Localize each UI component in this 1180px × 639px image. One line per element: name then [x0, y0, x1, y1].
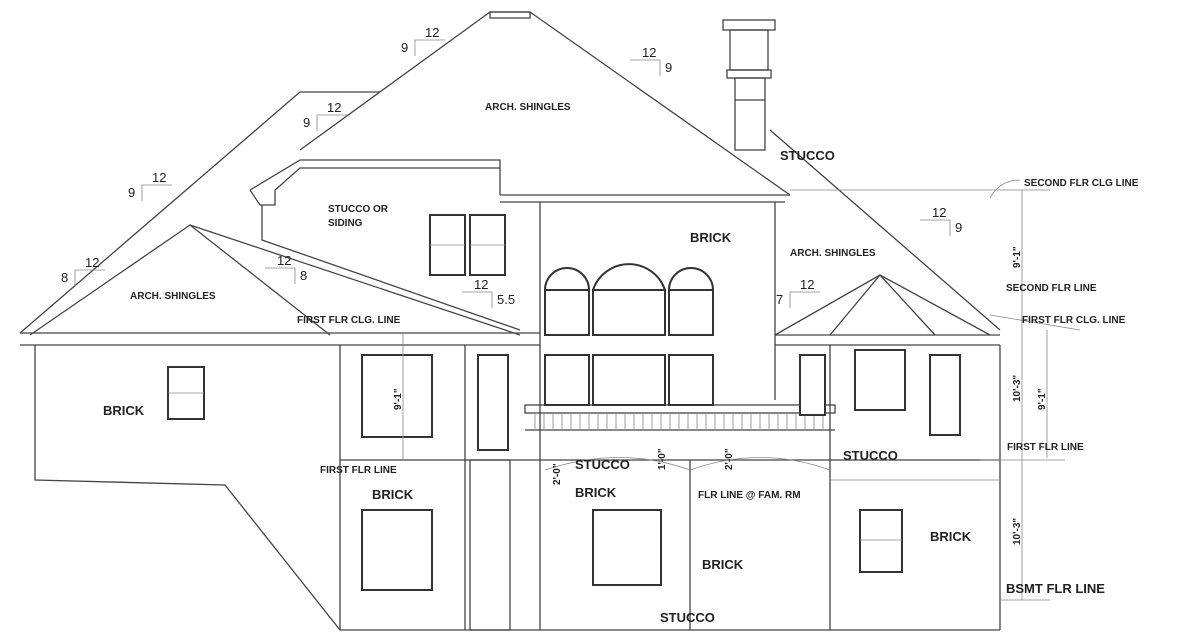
- dimension-lines: [402, 179, 1081, 601]
- pitch-rise: 8: [300, 268, 307, 283]
- pitch-marker: 12 8: [61, 255, 105, 286]
- dim-deck-a: 2'-0": [552, 463, 563, 485]
- dim-right-mid-b: 9'-1": [1037, 388, 1048, 410]
- material-labels: ARCH. SHINGLES ARCH. SHINGLES ARCH. SHIN…: [103, 102, 972, 625]
- pitch-marker: 12 9: [128, 170, 172, 201]
- pitch-marker: 12 8: [265, 253, 307, 284]
- pitch-marker: 125.5: [462, 277, 515, 308]
- pitch-run: 12: [327, 100, 341, 115]
- label-stucco-or: STUCCO OR: [328, 204, 389, 215]
- windows: [167, 214, 961, 591]
- label-arch-shingles-right: ARCH. SHINGLES: [790, 248, 876, 259]
- chimney: [722, 19, 776, 151]
- level-labels: FIRST FLR CLG. LINE FIRST FLR LINE SECON…: [297, 178, 1139, 596]
- label-siding: SIDING: [328, 218, 363, 229]
- label-bsmt-flr-line: BSMT FLR LINE: [1006, 581, 1105, 596]
- pitch-rise: 9: [401, 40, 408, 55]
- dim-right-mid-a: 10'-3": [1012, 375, 1023, 402]
- pitch-marker: 12 7: [776, 277, 820, 308]
- label-stucco-deck: STUCCO: [575, 457, 630, 472]
- pitch-run: 12: [642, 45, 656, 60]
- pitch-marker: 12 9: [630, 45, 672, 76]
- deck-railing: [469, 404, 836, 631]
- label-first-flr-clg-right: FIRST FLR CLG. LINE: [1022, 315, 1126, 326]
- pitch-marker: 12 9: [920, 205, 962, 236]
- pitch-run: 12: [85, 255, 99, 270]
- pitch-run: 12: [425, 25, 439, 40]
- label-arch-shingles-main: ARCH. SHINGLES: [485, 102, 571, 113]
- pitch-rise: 9: [128, 185, 135, 200]
- pitch-run: 12: [474, 277, 488, 292]
- label-brick-right: BRICK: [930, 529, 972, 544]
- pitch-run: 12: [277, 253, 291, 268]
- label-brick-bottom-center: BRICK: [702, 557, 744, 572]
- label-stucco-right: STUCCO: [843, 448, 898, 463]
- label-second-flr-clg-line: SECOND FLR CLG LINE: [1024, 178, 1139, 189]
- label-stucco-bottom: STUCCO: [660, 610, 715, 625]
- roof-lines: [19, 11, 1001, 346]
- pitch-rise: 8: [61, 270, 68, 285]
- dim-deck-b: 1'-0": [657, 448, 668, 470]
- pitch-run: 12: [152, 170, 166, 185]
- label-first-flr-clg-left: FIRST FLR CLG. LINE: [297, 315, 401, 326]
- label-first-flr-line-right: FIRST FLR LINE: [1007, 442, 1084, 453]
- pitch-rise: 9: [955, 220, 962, 235]
- label-first-flr-line-left: FIRST FLR LINE: [320, 465, 397, 476]
- label-flr-line-fam-rm: FLR LINE @ FAM. RM: [698, 490, 801, 501]
- pitch-rise: 7: [776, 292, 783, 307]
- label-brick-lower-left: BRICK: [372, 487, 414, 502]
- label-brick-center: BRICK: [575, 485, 617, 500]
- pitch-marker: 12 9: [401, 25, 445, 56]
- walls: [34, 202, 1001, 631]
- label-arch-shingles-left: ARCH. SHINGLES: [130, 291, 216, 302]
- label-second-flr-line: SECOND FLR LINE: [1006, 283, 1097, 294]
- label-stucco-chimney: STUCCO: [780, 148, 835, 163]
- dim-right-lower: 10'-3": [1012, 518, 1023, 545]
- pitch-run: 12: [800, 277, 814, 292]
- pitch-rise: 9: [303, 115, 310, 130]
- dim-left-wall: 9'-1": [393, 388, 404, 410]
- pitch-run: 12: [932, 205, 946, 220]
- dim-deck-c: 2'-0": [724, 448, 735, 470]
- pitch-rise: 5.5: [497, 292, 515, 307]
- pitch-marker: 12 9: [303, 100, 347, 131]
- dimension-labels: 9'-1" 9'-1" 10'-3" 9'-1" 10'-3" 2'-0" 1'…: [393, 246, 1048, 545]
- label-brick-tower: BRICK: [690, 230, 732, 245]
- dim-right-upper: 9'-1": [1012, 246, 1023, 268]
- pitch-rise: 9: [665, 60, 672, 75]
- label-brick-left-wing: BRICK: [103, 403, 145, 418]
